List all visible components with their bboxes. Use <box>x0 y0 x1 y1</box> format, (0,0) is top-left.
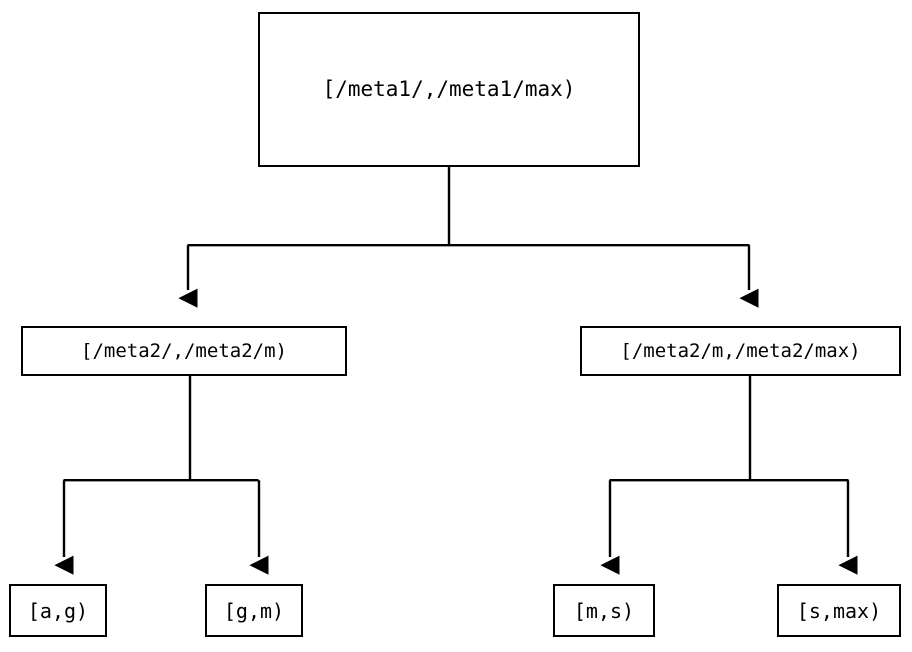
tree-node-leaf-3[interactable]: [m,s) <box>553 584 655 637</box>
tree-node-leaf-2-label: [g,m) <box>223 598 285 623</box>
tree-node-leaf-1-label: [a,g) <box>27 598 89 623</box>
tree-node-root-label: [/meta1/,/meta1/max) <box>322 77 576 101</box>
tree-node-leaf-3-label: [m,s) <box>573 598 635 623</box>
tree-node-level2-right[interactable]: [/meta2/m,/meta2/max) <box>580 326 901 376</box>
tree-node-level2-left-label: [/meta2/,/meta2/m) <box>81 339 287 362</box>
tree-node-level2-left[interactable]: [/meta2/,/meta2/m) <box>21 326 347 376</box>
tree-node-level2-right-label: [/meta2/m,/meta2/max) <box>620 339 861 362</box>
tree-node-leaf-2[interactable]: [g,m) <box>205 584 303 637</box>
tree-node-root[interactable]: [/meta1/,/meta1/max) <box>258 12 640 167</box>
tree-node-leaf-1[interactable]: [a,g) <box>9 584 107 637</box>
tree-node-leaf-4[interactable]: [s,max) <box>777 584 901 637</box>
tree-node-leaf-4-label: [s,max) <box>796 598 882 623</box>
